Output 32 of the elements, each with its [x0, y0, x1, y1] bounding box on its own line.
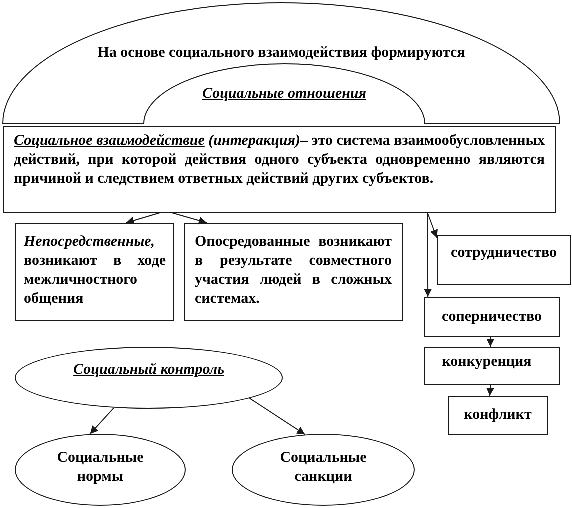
arch-shape [3, 3, 560, 124]
arch-heading: На основе социального взаимодействия формируются [96, 44, 466, 63]
stage-box [448, 396, 548, 435]
arrow [486, 336, 495, 348]
arrow [424, 212, 432, 298]
oval-label: Социальный контроль [72, 361, 226, 380]
description-box [184, 223, 403, 321]
stage-label: сотрудничество [450, 244, 558, 263]
arch-label: Социальные отношения [201, 85, 368, 104]
stage-label: соперничество [441, 308, 543, 326]
definition-box [3, 126, 556, 213]
stage-box [424, 347, 560, 385]
arrow [427, 212, 438, 238]
description-text: Опосредованные возникают в результате совместного участия людей в сложных системах. [195, 233, 392, 309]
stage-box [424, 297, 560, 337]
arrow [90, 407, 115, 435]
oval-node [15, 434, 186, 506]
inner-arch [144, 64, 425, 124]
arrow [249, 398, 306, 436]
description-box [15, 223, 174, 321]
arrow [126, 212, 161, 225]
stage-label: конфликт [463, 406, 533, 425]
oval-label: Социальные нормы [56, 449, 145, 487]
arrow [172, 212, 208, 225]
oval-node [232, 434, 415, 506]
oval-label: Социальные санкции [279, 449, 368, 487]
description-text: Непосредственные, возникают в ходе межличностного общения [24, 233, 166, 309]
arrow [486, 384, 494, 396]
stage-box [437, 235, 571, 285]
stage-label: конкуренция [441, 352, 533, 372]
definition-text: Социальное взаимодействие (интеракция)– это система взаимообусловленных действий, при которой действия одного субъекта одновременно являются причиной и следствием ответных действий других субъектов. [14, 132, 545, 189]
oval-node [15, 347, 283, 409]
